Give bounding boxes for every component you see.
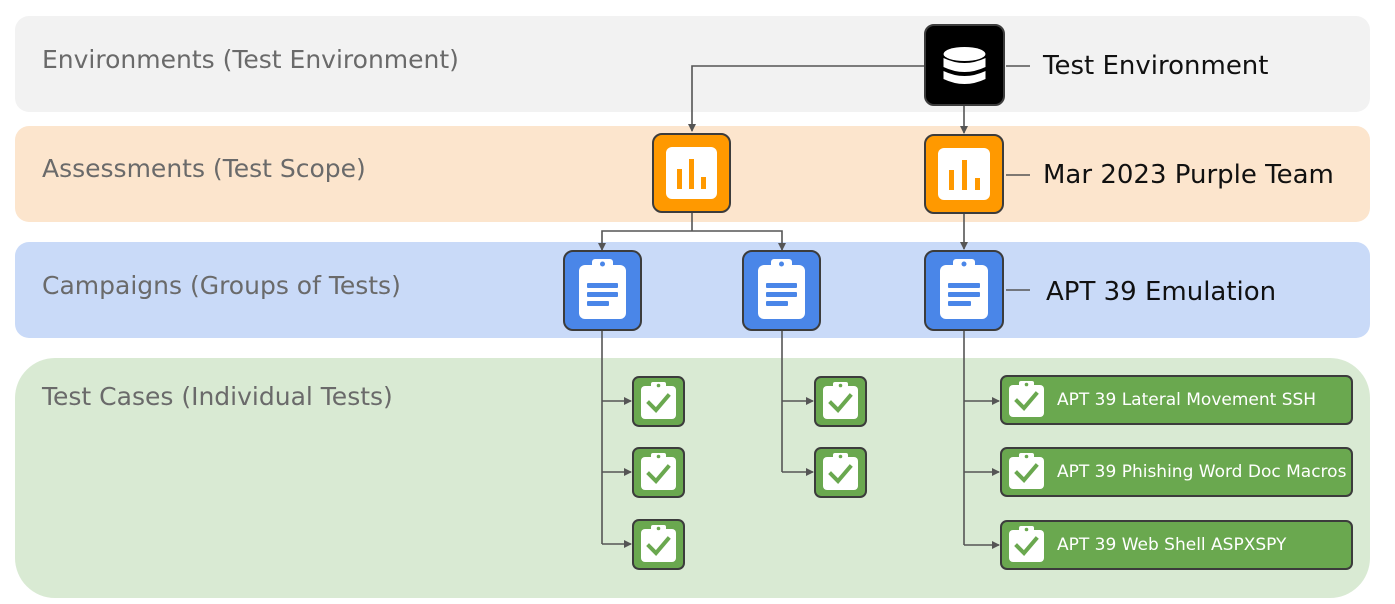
assessment-node-2 [924, 134, 1004, 214]
bar-chart-icon [666, 147, 717, 199]
test-case-node [632, 447, 685, 498]
assessments-layer-label: Assessments (Test Scope) [42, 154, 366, 183]
test-case-label: APT 39 Phishing Word Doc Macros [1057, 462, 1347, 482]
clipboard-check-icon [641, 525, 676, 562]
clipboard-list-icon [758, 259, 805, 319]
clipboard-check-icon [823, 382, 858, 419]
bar-chart-icon [938, 148, 990, 200]
environment-node [924, 24, 1005, 106]
test-case-node-named: APT 39 Phishing Word Doc Macros [1000, 447, 1353, 497]
campaigns-layer-label: Campaigns (Groups of Tests) [42, 271, 401, 300]
test-case-label: APT 39 Lateral Movement SSH [1057, 390, 1317, 410]
clipboard-list-icon [579, 259, 626, 319]
campaign-node-1 [563, 250, 642, 331]
campaign-node-3 [924, 250, 1004, 331]
environments-layer-label: Environments (Test Environment) [42, 45, 459, 74]
database-icon [943, 47, 986, 84]
campaign-node-2 [742, 250, 821, 331]
clipboard-check-icon [1009, 526, 1044, 562]
connector-env-to-assessment-1 [688, 65, 925, 132]
campaign-name: APT 39 Emulation [1046, 277, 1277, 307]
test-case-node-named: APT 39 Lateral Movement SSH [1000, 375, 1353, 425]
test-case-label: APT 39 Web Shell ASPXSPY [1057, 535, 1287, 555]
clipboard-check-icon [1009, 381, 1044, 417]
campaigns-band [15, 242, 1370, 338]
test-case-node-named: APT 39 Web Shell ASPXSPY [1000, 520, 1353, 570]
clipboard-list-icon [940, 259, 988, 319]
test-case-node [814, 447, 867, 498]
environment-name: Test Environment [1043, 51, 1269, 81]
clipboard-check-icon [1009, 453, 1044, 489]
test-case-node [814, 376, 867, 427]
test-case-node [632, 519, 685, 570]
assessment-node-1 [652, 133, 731, 213]
assessment-name: Mar 2023 Purple Team [1043, 160, 1334, 190]
connector-assessment1-to-campaign2 [692, 230, 786, 251]
test-case-node [632, 376, 685, 427]
test-cases-layer-label: Test Cases (Individual Tests) [42, 382, 393, 411]
clipboard-check-icon [641, 382, 676, 419]
clipboard-check-icon [641, 453, 676, 490]
clipboard-check-icon [823, 453, 858, 490]
connector-assessment1-to-campaign1 [598, 230, 692, 251]
